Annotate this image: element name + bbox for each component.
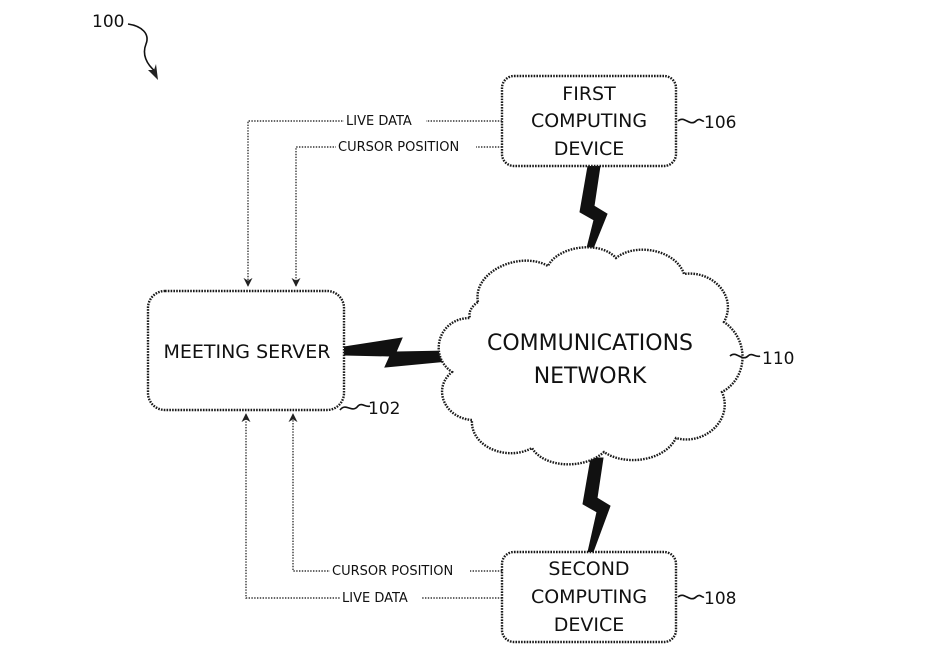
second-device-label-line-3: DEVICE: [554, 614, 625, 636]
first-device-ref-label: 106: [704, 113, 736, 133]
second-computing-device-node: SECOND COMPUTING DEVICE 108: [500, 550, 736, 644]
figure-ref-label: 100: [92, 12, 124, 32]
lightning-bolt-icon: [343, 337, 449, 368]
meeting-server-box: [146, 289, 346, 412]
bottom-cursor-position-label: CURSOR POSITION: [332, 564, 453, 579]
bottom-cursor-position-line: [288, 413, 502, 572]
figure-ref-squiggle: [127, 23, 157, 73]
wireless-links: [343, 165, 611, 553]
first-device-label-line-2: COMPUTING: [531, 110, 647, 132]
top-flows: LIVE DATA CURSOR POSITION: [243, 112, 502, 287]
bottom-live-data-label: LIVE DATA: [342, 591, 408, 606]
lightning-bolt-icon: [579, 165, 608, 257]
second-device-ref-label: 108: [704, 589, 736, 609]
meeting-server-node: MEETING SERVER 102: [146, 289, 400, 419]
communications-network-node: COMMUNICATIONS NETWORK 110: [437, 246, 794, 466]
first-device-label-line-3: DEVICE: [554, 138, 625, 160]
meeting-server-ref-leader: [339, 403, 371, 411]
first-device-box: [500, 74, 678, 168]
figure-ref-arrowhead: [148, 64, 158, 80]
meeting-server-label: MEETING SERVER: [163, 341, 330, 363]
second-device-label-line-1: SECOND: [548, 558, 629, 580]
figure-reference: 100: [92, 12, 158, 80]
first-device-label-line-1: FIRST: [562, 83, 616, 105]
first-computing-device-node: FIRST COMPUTING DEVICE 106: [500, 74, 736, 168]
meeting-server-ref-label: 102: [368, 399, 400, 419]
second-device-label-line-2: COMPUTING: [531, 586, 647, 608]
second-device-ref-leader: [677, 594, 705, 600]
top-live-data-label: LIVE DATA: [346, 114, 412, 129]
top-cursor-position-line: [291, 146, 502, 287]
network-label-line-1: COMMUNICATIONS: [487, 331, 693, 356]
network-ref-label: 110: [762, 349, 794, 369]
lightning-bolt-icon: [582, 457, 611, 553]
first-device-ref-leader: [677, 118, 705, 124]
top-cursor-position-label: CURSOR POSITION: [338, 140, 459, 155]
network-cloud: [437, 246, 744, 466]
second-device-box: [500, 550, 678, 644]
network-label-line-2: NETWORK: [534, 364, 647, 389]
bottom-flows: CURSOR POSITION LIVE DATA: [241, 413, 502, 606]
network-ref-leader: [729, 353, 761, 359]
